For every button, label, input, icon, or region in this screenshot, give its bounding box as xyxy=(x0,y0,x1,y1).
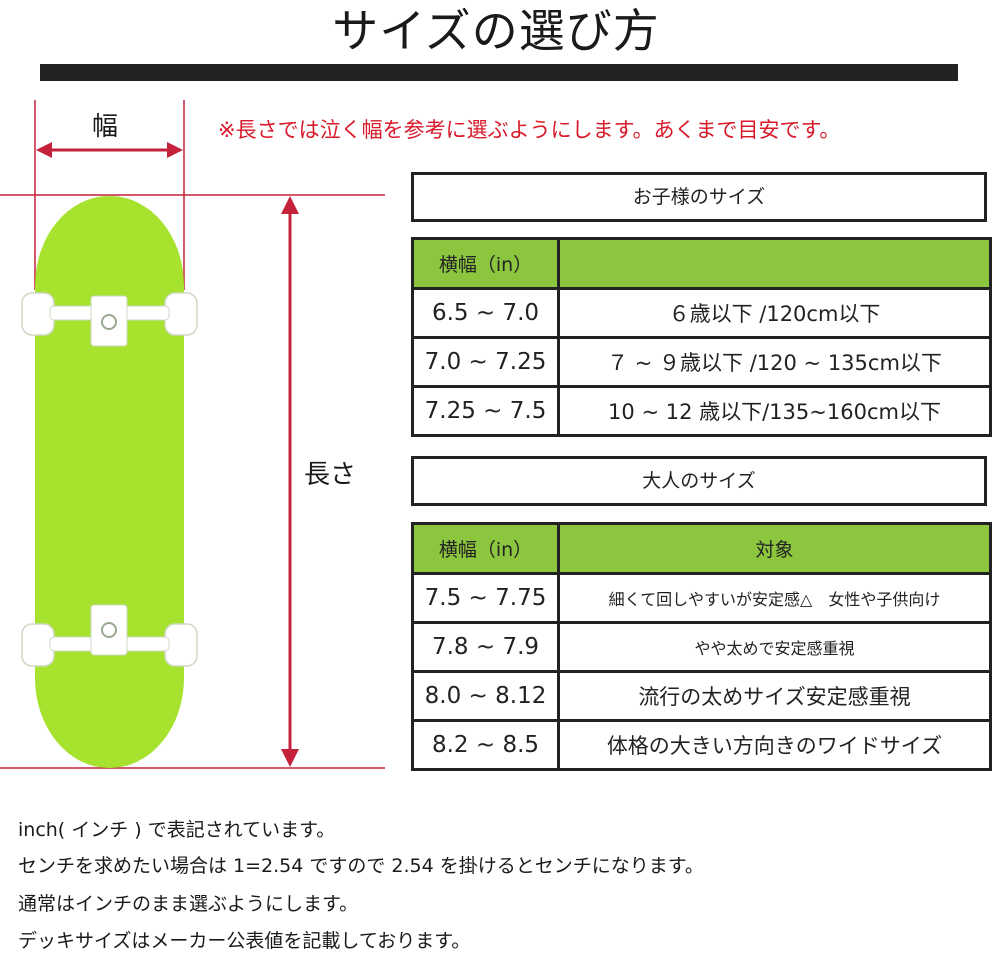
skateboard-deck xyxy=(35,196,184,768)
adult-target-cell: やや太めで安定感重視 xyxy=(557,621,992,673)
adult-range-cell: 8.0 ~ 8.12 xyxy=(411,670,560,722)
length-label: 長さ xyxy=(304,460,357,490)
note-centimeter-conversion: センチを求めたい場合は 1=2.54 ですので 2.54 を掛けるとセンチになり… xyxy=(18,855,704,877)
width-arrow xyxy=(36,142,183,158)
table-row: 7.8 ~ 7.9 やや太めで安定感重視 xyxy=(411,621,992,673)
adult-header-target: 対象 xyxy=(557,522,992,575)
width-label: 幅 xyxy=(92,112,119,142)
kids-header-target xyxy=(557,237,992,290)
table-row: 7.0 ~ 7.25 ７ ~ ９歳以下 /120 ~ 135cm以下 xyxy=(411,336,992,388)
note-manufacturer-values: デッキサイズはメーカー公表値を記載しております。 xyxy=(18,930,471,952)
skateboard-diagram xyxy=(0,100,385,769)
kids-range-cell: 6.5 ~ 7.0 xyxy=(411,287,560,339)
kids-header-width: 横幅（in） xyxy=(411,237,560,290)
size-notice: ※長さでは泣く幅を参考に選ぶようにします。あくまで目安です。 xyxy=(218,118,841,142)
adult-section-title: 大人のサイズ xyxy=(411,456,987,506)
adult-range-cell: 8.2 ~ 8.5 xyxy=(411,719,560,771)
note-choose-by-inch: 通常はインチのまま選ぶようにします。 xyxy=(18,893,359,915)
kids-target-cell: ６歳以下 /120cm以下 xyxy=(557,287,992,339)
kids-table-header-row: 横幅（in） xyxy=(411,237,992,290)
top-truck xyxy=(21,292,198,347)
adult-range-cell: 7.5 ~ 7.75 xyxy=(411,572,560,624)
kids-range-cell: 7.25 ~ 7.5 xyxy=(411,385,560,437)
note-inch: inch( インチ ) で表記されています。 xyxy=(18,819,336,841)
table-row: 8.2 ~ 8.5 体格の大きい方向きのワイドサイズ xyxy=(411,719,992,771)
adult-table-header-row: 横幅（in） 対象 xyxy=(411,522,992,575)
adult-target-cell: 体格の大きい方向きのワイドサイズ xyxy=(557,719,992,771)
adult-target-cell: 細くて回しやすいが安定感△ 女性や子供向け xyxy=(557,572,992,624)
title-underline-bar xyxy=(40,64,958,81)
kids-target-cell: ７ ~ ９歳以下 /120 ~ 135cm以下 xyxy=(557,336,992,388)
kids-range-cell: 7.0 ~ 7.25 xyxy=(411,336,560,388)
table-row: 6.5 ~ 7.0 ６歳以下 /120cm以下 xyxy=(411,287,992,339)
kids-size-table: 横幅（in） 6.5 ~ 7.0 ６歳以下 /120cm以下 7.0 ~ 7.2… xyxy=(411,237,992,437)
kids-section-title: お子様のサイズ xyxy=(411,172,987,222)
adult-target-cell: 流行の太めサイズ安定感重視 xyxy=(557,670,992,722)
table-row: 7.5 ~ 7.75 細くて回しやすいが安定感△ 女性や子供向け xyxy=(411,572,992,624)
adult-range-cell: 7.8 ~ 7.9 xyxy=(411,621,560,673)
kids-target-cell: 10 ~ 12 歳以下/135~160cm以下 xyxy=(557,385,992,437)
bottom-truck xyxy=(21,604,198,667)
table-row: 8.0 ~ 8.12 流行の太めサイズ安定感重視 xyxy=(411,670,992,722)
adult-size-table: 横幅（in） 対象 7.5 ~ 7.75 細くて回しやすいが安定感△ 女性や子供… xyxy=(411,522,992,771)
page-title: サイズの選び方 xyxy=(332,4,660,58)
adult-header-width: 横幅（in） xyxy=(411,522,560,575)
length-arrow xyxy=(281,196,299,767)
table-row: 7.25 ~ 7.5 10 ~ 12 歳以下/135~160cm以下 xyxy=(411,385,992,437)
